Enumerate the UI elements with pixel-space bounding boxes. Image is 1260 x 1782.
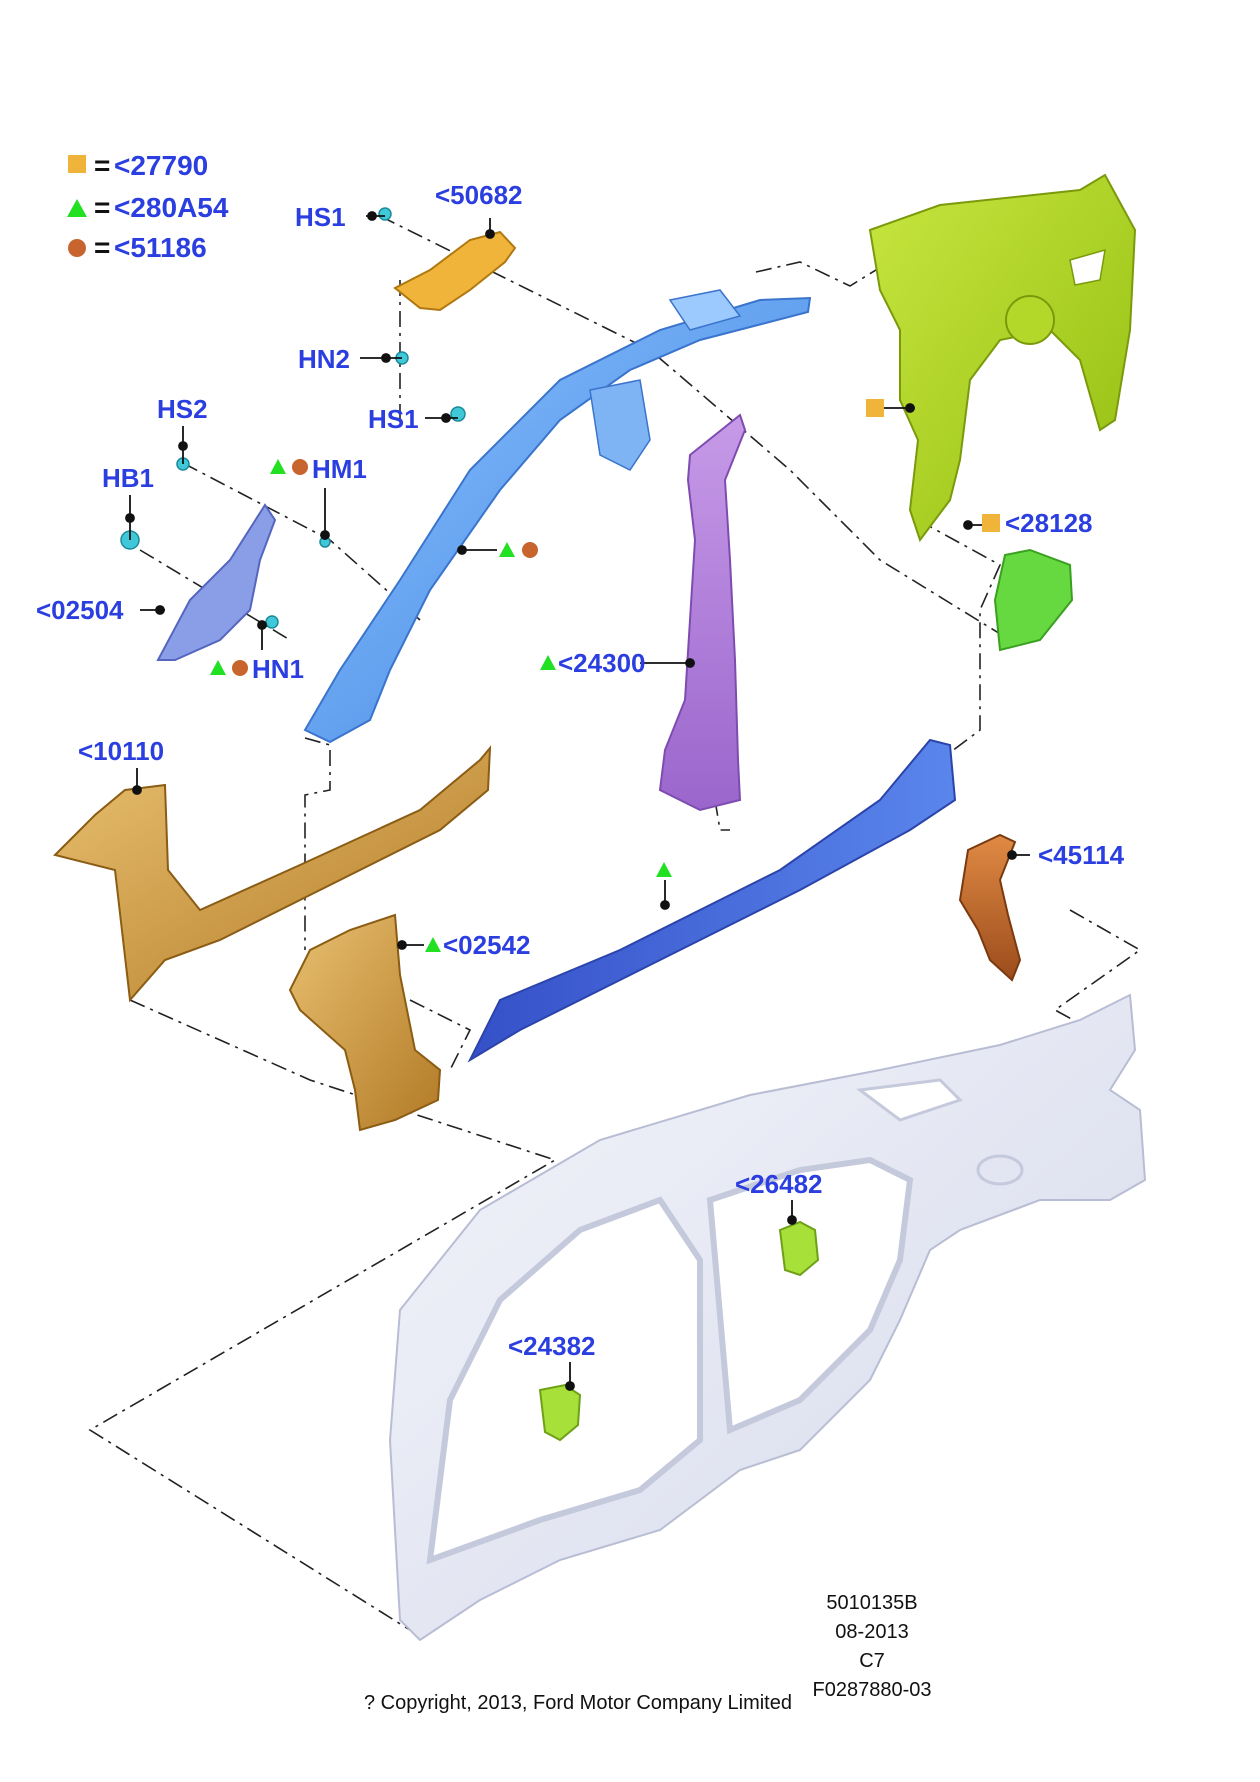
callout-labels: <50682 HS1 HN2 HS1 HS2 HB1 HM1 <02504 HN…: [36, 180, 1125, 1361]
circle-icon: [292, 459, 308, 475]
copyright-notice: ? Copyright, 2013, Ford Motor Company Li…: [364, 1692, 792, 1714]
legend-code-circle: <51186: [114, 232, 207, 263]
square-icon: [982, 514, 1000, 532]
hinge-pillar-lower-02542: [288, 913, 442, 1132]
triangle-icon: [499, 542, 515, 557]
roof-side-rail: [303, 289, 812, 744]
triangle-icon: [656, 862, 672, 877]
callout-hn1: HN1: [252, 654, 304, 684]
diagram-date: 08-2013: [835, 1621, 909, 1643]
legend-triangle-icon: [67, 199, 87, 217]
diagram-code: 5010135B: [826, 1592, 918, 1614]
rocker-sill-panel: [467, 738, 957, 1063]
figure-number: F0287880-03: [812, 1679, 932, 1701]
triangle-icon: [425, 937, 441, 952]
square-icon: [866, 399, 884, 417]
a-pillar-inner-reinforcement: [156, 503, 277, 661]
callout-hn2: HN2: [298, 344, 350, 374]
legend-circle-icon: [68, 239, 86, 257]
callout-26482: <26482: [735, 1169, 822, 1199]
callout-02542: <02542: [443, 930, 530, 960]
legend-code-triangle: <280A54: [114, 192, 229, 223]
body-side-outer-panel: [388, 993, 1147, 1642]
callout-02504: <02504: [36, 595, 124, 625]
bracket-28128: [993, 548, 1074, 652]
legend-equals: =: [94, 192, 110, 223]
callout-28128: <28128: [1005, 508, 1092, 538]
front-hinge-pillar-10110: [53, 745, 492, 1003]
bracket-26482: [778, 1220, 820, 1277]
callout-markers: [210, 399, 1000, 952]
leader-lines: [125, 211, 1030, 1391]
rear-quarter-inner-panel: [868, 173, 1137, 543]
callout-hs1-bottom: HS1: [368, 404, 419, 434]
legend-equals: =: [94, 232, 110, 263]
callout-hm1: HM1: [312, 454, 367, 484]
bracket-50682: [393, 230, 517, 312]
triangle-icon: [210, 660, 226, 675]
diagram-variant: C7: [859, 1650, 885, 1672]
legend-code-square: <27790: [114, 150, 208, 181]
callout-50682: <50682: [435, 180, 522, 210]
callout-hb1: HB1: [102, 463, 154, 493]
fastener-hs1-top: [378, 207, 392, 221]
triangle-icon: [540, 655, 556, 670]
bracket-45114: [958, 833, 1022, 982]
bracket-24382: [538, 1383, 582, 1442]
b-pillar-reinforcement: [658, 413, 747, 812]
circle-icon: [232, 660, 248, 676]
callout-10110: <10110: [78, 736, 164, 766]
callout-hs2: HS2: [157, 394, 208, 424]
callout-24382: <24382: [508, 1331, 595, 1361]
legend-equals: =: [94, 150, 110, 181]
legend: = <27790 = <280A54 = <51186: [67, 150, 229, 263]
legend-square-icon: [68, 155, 86, 173]
circle-icon: [522, 542, 538, 558]
callout-45114: <45114: [1038, 840, 1125, 870]
callout-hs1-top: HS1: [295, 202, 346, 232]
callout-24300: <24300: [558, 648, 645, 678]
triangle-icon: [270, 459, 286, 474]
fastener-hn1: [265, 615, 279, 629]
